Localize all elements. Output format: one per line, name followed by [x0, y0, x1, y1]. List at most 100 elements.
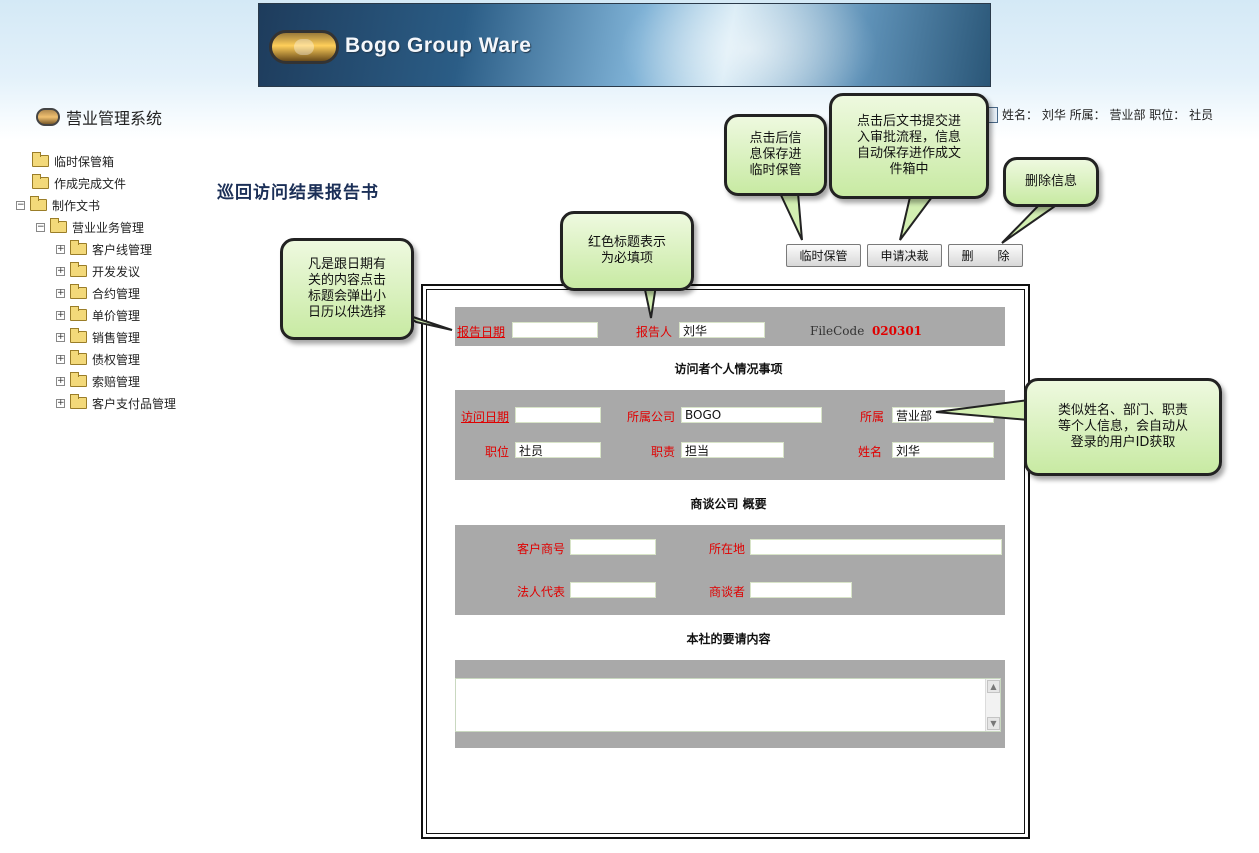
system-title: 营业管理系统 — [36, 105, 162, 129]
sidebar-item-label: 客户支付品管理 — [92, 396, 177, 411]
userinfo-hint-callout: 类似姓名、部门、职责 等个人信息，会自动从 登录的用户ID获取 — [1024, 378, 1222, 476]
reporter-label: 报告人 — [636, 325, 673, 339]
collapse-icon[interactable]: − — [16, 199, 25, 210]
visit-date-label[interactable]: 访问日期 — [461, 410, 510, 424]
dept-input[interactable] — [892, 407, 994, 423]
system-title-label: 营业管理系统 — [66, 109, 163, 128]
visitor-band: 访问日期 所属公司 所属 职位 职责 姓名 — [455, 390, 1005, 480]
folder-icon — [70, 372, 87, 387]
banner-highlight — [619, 4, 879, 86]
temp-save-button[interactable]: 临时保管 — [786, 244, 861, 267]
sidebar-item-completed-docs[interactable]: 作成完成文件 — [32, 174, 126, 192]
sidebar-item-contract[interactable]: + 合约管理 — [56, 284, 140, 302]
negotiator-input[interactable] — [750, 582, 852, 598]
company-input[interactable] — [681, 407, 822, 423]
sidebar-item-client-line[interactable]: + 客户线管理 — [56, 240, 152, 258]
sidebar-item-label: 单价管理 — [92, 308, 141, 323]
callout-line: 临时保管 — [749, 163, 802, 178]
sidebar-item-label: 债权管理 — [92, 352, 141, 367]
sidebar-item-label: 客户线管理 — [92, 242, 153, 257]
scroll-up-icon[interactable]: ▲ — [987, 680, 1000, 693]
folder-icon — [70, 262, 87, 277]
delete-button[interactable]: 删 除 — [948, 244, 1023, 267]
callout-line: 等个人信息，会自动从 — [1057, 419, 1188, 434]
callout-line: 登录的用户ID获取 — [1070, 435, 1176, 450]
scroll-down-icon[interactable]: ▼ — [987, 717, 1000, 730]
business-band: 客户商号 所在地 法人代表 商谈者 — [455, 525, 1005, 615]
reporter-input[interactable] — [679, 322, 765, 338]
filecode-label: FileCode — [810, 324, 865, 338]
callout-line: 红色标题表示 — [587, 235, 666, 250]
expand-icon[interactable]: + — [56, 287, 65, 298]
request-textarea[interactable]: ▲ ▼ — [455, 678, 1001, 732]
report-date-label[interactable]: 报告日期 — [457, 325, 506, 339]
name-input[interactable] — [892, 442, 994, 458]
location-input[interactable] — [750, 539, 1002, 555]
visitor-section-title: 访问者个人情况事项 — [674, 362, 783, 376]
folder-icon — [70, 306, 87, 321]
folder-open-icon — [50, 218, 67, 233]
date-hint-callout: 凡是跟日期有 关的内容点击 标题会弹出小 日历以供选择 — [280, 238, 414, 340]
sidebar-item-label: 销售管理 — [92, 330, 141, 345]
expand-icon[interactable]: + — [56, 309, 65, 320]
negotiator-label: 商谈者 — [709, 585, 746, 599]
sidebar-item-label: 索赔管理 — [92, 374, 141, 389]
sidebar-item-client-payment[interactable]: + 客户支付品管理 — [56, 394, 176, 412]
callout-line: 件箱中 — [889, 162, 929, 177]
duty-label: 职责 — [651, 445, 676, 459]
callout-line: 标题会弹出小 — [307, 289, 386, 304]
folder-icon — [70, 350, 87, 365]
brand-name: Bogo Group Ware — [345, 34, 532, 57]
delete-pointer — [1001, 203, 1062, 244]
sidebar-item-unit-price[interactable]: + 单价管理 — [56, 306, 140, 324]
client-no-input[interactable] — [570, 539, 656, 555]
expand-icon[interactable]: + — [56, 331, 65, 342]
expand-icon[interactable]: + — [56, 397, 65, 408]
temp-save-pointer — [778, 192, 803, 241]
dept-label: 所属 — [860, 410, 885, 424]
callout-line: 删除信息 — [1024, 174, 1077, 189]
page-title: 巡回访问结果报告书 — [217, 183, 379, 203]
apply-approval-button[interactable]: 申请决裁 — [867, 244, 942, 267]
sidebar-item-development[interactable]: + 开发发议 — [56, 262, 140, 280]
callout-line: 类似姓名、部门、职责 — [1057, 403, 1188, 418]
collapse-icon[interactable]: − — [36, 221, 45, 232]
apply-hint-callout: 点击后文书提交进 入审批流程，信息 自动保存进作成文 件箱中 — [829, 93, 989, 199]
client-no-label: 客户商号 — [517, 542, 566, 556]
legal-rep-input[interactable] — [570, 582, 656, 598]
goggles-icon — [36, 108, 60, 126]
folder-icon — [70, 284, 87, 299]
request-section-title: 本社的要请内容 — [686, 632, 771, 646]
sidebar-item-label: 临时保管箱 — [54, 154, 115, 169]
callout-line: 自动保存进作成文 — [856, 146, 961, 161]
expand-icon[interactable]: + — [56, 375, 65, 386]
expand-icon[interactable]: + — [56, 243, 65, 254]
sidebar-item-sales[interactable]: + 销售管理 — [56, 328, 140, 346]
sidebar-item-business-mgmt[interactable]: − 营业业务管理 — [36, 218, 144, 236]
sidebar-item-label: 营业业务管理 — [72, 220, 145, 235]
folder-icon — [32, 152, 49, 167]
expand-icon[interactable]: + — [56, 353, 65, 364]
filecode-value: 020301 — [871, 324, 923, 338]
expand-icon[interactable]: + — [56, 265, 65, 276]
goggles-logo-icon — [269, 30, 339, 64]
apply-pointer — [899, 196, 934, 241]
position-input[interactable] — [515, 442, 601, 458]
sidebar-item-temp-box[interactable]: 临时保管箱 — [32, 152, 114, 170]
folder-icon — [70, 394, 87, 409]
sidebar-item-claims[interactable]: + 索赔管理 — [56, 372, 140, 390]
sidebar-item-create-docs[interactable]: − 制作文书 — [16, 196, 100, 214]
visit-date-input[interactable] — [515, 407, 601, 423]
user-info: 姓名： 刘华 所属： 营业部 职位： 社员 — [985, 106, 1213, 123]
report-form-inner: 报告日期 报告人 FileCode 020301 访问者个人情况事项 访问日期 … — [426, 289, 1025, 834]
location-label: 所在地 — [709, 542, 746, 556]
callout-line: 点击后信 — [749, 131, 802, 146]
folder-icon — [32, 174, 49, 189]
report-header-band: 报告日期 报告人 FileCode 020301 — [455, 307, 1005, 346]
duty-input[interactable] — [681, 442, 784, 458]
sidebar-item-receivables[interactable]: + 债权管理 — [56, 350, 140, 368]
textarea-scrollbar[interactable]: ▲ ▼ — [985, 679, 1000, 731]
report-date-input[interactable] — [512, 322, 598, 338]
folder-open-icon — [30, 196, 47, 211]
company-label: 所属公司 — [627, 410, 676, 424]
